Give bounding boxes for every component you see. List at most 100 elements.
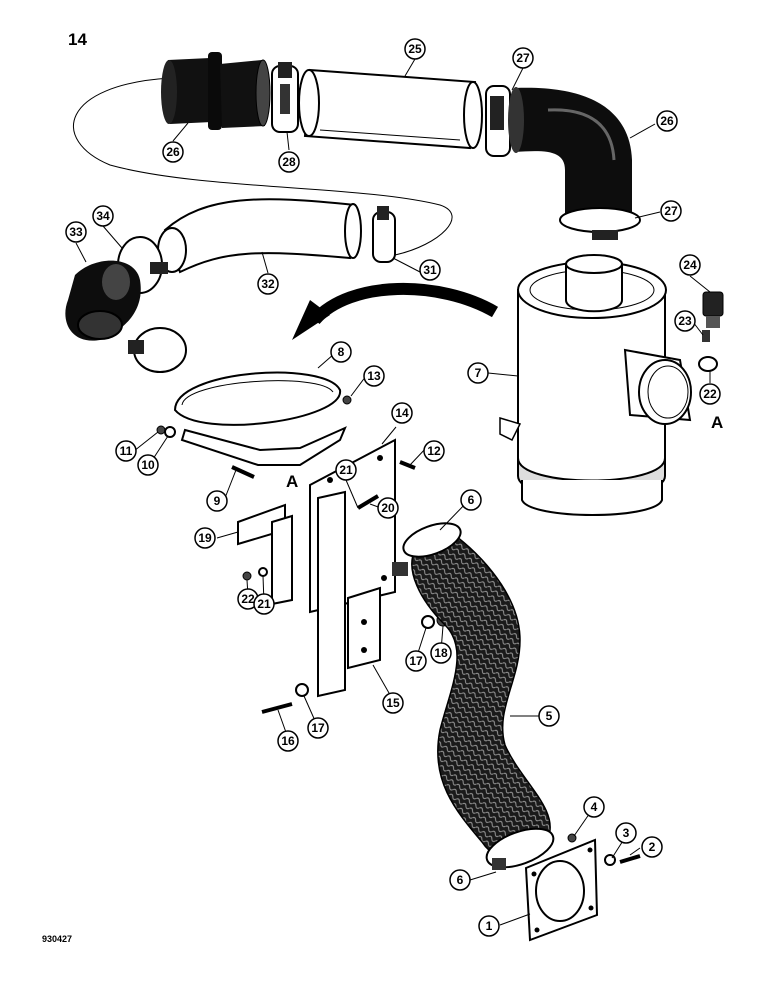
callout-9: 9 bbox=[206, 490, 228, 512]
svg-text:21: 21 bbox=[257, 597, 271, 611]
callout-6-upper: 6 bbox=[460, 489, 482, 511]
svg-text:21: 21 bbox=[339, 463, 353, 477]
tube-part-32 bbox=[157, 198, 362, 274]
svg-text:31: 31 bbox=[423, 263, 437, 277]
svg-text:22: 22 bbox=[703, 387, 717, 401]
svg-text:9: 9 bbox=[214, 494, 221, 508]
callout-4: 4 bbox=[583, 796, 605, 818]
callout-7: 7 bbox=[467, 362, 489, 384]
svg-text:17: 17 bbox=[311, 721, 325, 735]
flex-hose-part-5 bbox=[411, 531, 551, 860]
callout-1: 1 bbox=[478, 915, 500, 937]
callout-32: 32 bbox=[257, 273, 279, 295]
svg-text:26: 26 bbox=[660, 114, 674, 128]
view-reference-a-band: A bbox=[286, 472, 298, 491]
washer-part-21 bbox=[258, 567, 268, 577]
bolt-part-20 bbox=[356, 494, 380, 510]
callout-12: 12 bbox=[423, 440, 445, 462]
callout-27-lower: 27 bbox=[660, 200, 682, 222]
svg-text:12: 12 bbox=[427, 444, 441, 458]
svg-text:6: 6 bbox=[457, 873, 464, 887]
svg-text:7: 7 bbox=[475, 366, 482, 380]
svg-text:15: 15 bbox=[386, 696, 400, 710]
svg-text:33: 33 bbox=[69, 225, 83, 239]
svg-text:13: 13 bbox=[367, 369, 381, 383]
air-cleaner-part-7 bbox=[499, 254, 692, 516]
callout-8: 8 bbox=[330, 341, 352, 363]
view-reference-a-housing: A bbox=[711, 413, 723, 432]
callout-11: 11 bbox=[115, 440, 137, 462]
callout-5: 5 bbox=[538, 705, 560, 727]
callout-28: 25 bbox=[404, 38, 426, 60]
nut-part-13 bbox=[342, 395, 352, 405]
washer-part-17 bbox=[295, 683, 309, 697]
svg-text:34: 34 bbox=[96, 209, 110, 223]
hose-clamp-part-6-lower bbox=[485, 827, 555, 870]
svg-text:22: 22 bbox=[241, 592, 255, 606]
svg-text:19: 19 bbox=[198, 531, 212, 545]
callout-21-lower: 21 bbox=[253, 593, 275, 615]
flange-part-1 bbox=[524, 838, 599, 942]
bolt-part-16 bbox=[261, 702, 293, 714]
adapter-part-23 bbox=[698, 356, 718, 372]
callout-19: 19 bbox=[194, 527, 216, 549]
svg-text:28: 28 bbox=[282, 155, 296, 169]
clamp-part-31 bbox=[372, 206, 396, 263]
callout-25: 24 bbox=[679, 254, 701, 276]
callout-6-lower: 6 bbox=[449, 869, 471, 891]
callout-16: 16 bbox=[277, 730, 299, 752]
indicator-part-25 bbox=[702, 291, 724, 328]
bolt-part-12 bbox=[399, 460, 416, 470]
callout-15: 15 bbox=[382, 692, 404, 714]
washer-part-17-b bbox=[421, 615, 435, 629]
svg-text:25: 25 bbox=[408, 42, 422, 56]
svg-text:32: 32 bbox=[261, 277, 275, 291]
mounting-band-part-8 bbox=[173, 371, 347, 466]
svg-text:3: 3 bbox=[623, 826, 630, 840]
callout-27-upper: 27 bbox=[512, 47, 534, 69]
svg-text:14: 14 bbox=[395, 406, 409, 420]
callout-20: 20 bbox=[377, 497, 399, 519]
callout-30: 28 bbox=[278, 151, 300, 173]
elbow-part-33 bbox=[65, 260, 141, 341]
hose-clamp-part-6-upper bbox=[392, 522, 462, 576]
callout-21-upper: 21 bbox=[335, 459, 357, 481]
callout-3: 3 bbox=[615, 822, 637, 844]
nut-part-22 bbox=[242, 571, 252, 581]
bracket-part-15 bbox=[347, 586, 381, 670]
svg-text:10: 10 bbox=[141, 458, 155, 472]
clamp-part-35 bbox=[128, 327, 187, 373]
svg-text:11: 11 bbox=[120, 444, 133, 458]
svg-text:4: 4 bbox=[591, 800, 598, 814]
coupler-part-29 bbox=[161, 52, 271, 130]
bolt-part-2 bbox=[619, 854, 641, 864]
svg-text:27: 27 bbox=[664, 204, 678, 218]
callout-34: 34 bbox=[92, 205, 114, 227]
svg-text:6: 6 bbox=[468, 493, 475, 507]
svg-text:5: 5 bbox=[546, 709, 553, 723]
callout-31: 31 bbox=[419, 259, 441, 281]
tube-part-28 bbox=[298, 68, 483, 150]
callout-13: 13 bbox=[363, 365, 385, 387]
callout-33: 33 bbox=[65, 221, 87, 243]
clamp-part-30 bbox=[271, 62, 299, 133]
svg-text:20: 20 bbox=[381, 501, 395, 515]
callouts: 25 27 26 28 26 27 34 33 32 31 24 23 22 7… bbox=[65, 38, 721, 937]
clamp-part-27-upper bbox=[485, 85, 511, 157]
callout-2: 2 bbox=[641, 836, 663, 858]
elbow-part-26 bbox=[508, 87, 632, 215]
svg-text:18: 18 bbox=[434, 646, 448, 660]
callout-18: 18 bbox=[430, 642, 452, 664]
callout-17-left: 17 bbox=[307, 717, 329, 739]
callout-22: 22 bbox=[237, 588, 259, 610]
page-number: 14 bbox=[68, 30, 87, 49]
callout-17-right: 17 bbox=[405, 650, 427, 672]
hose-routing-line bbox=[73, 77, 453, 256]
svg-text:2: 2 bbox=[649, 840, 656, 854]
callout-24: 23 bbox=[674, 310, 696, 332]
assembly-arrow bbox=[292, 282, 499, 340]
callout-26: 26 bbox=[656, 110, 678, 132]
svg-text:1: 1 bbox=[486, 919, 493, 933]
callout-23: 22 bbox=[699, 383, 721, 405]
